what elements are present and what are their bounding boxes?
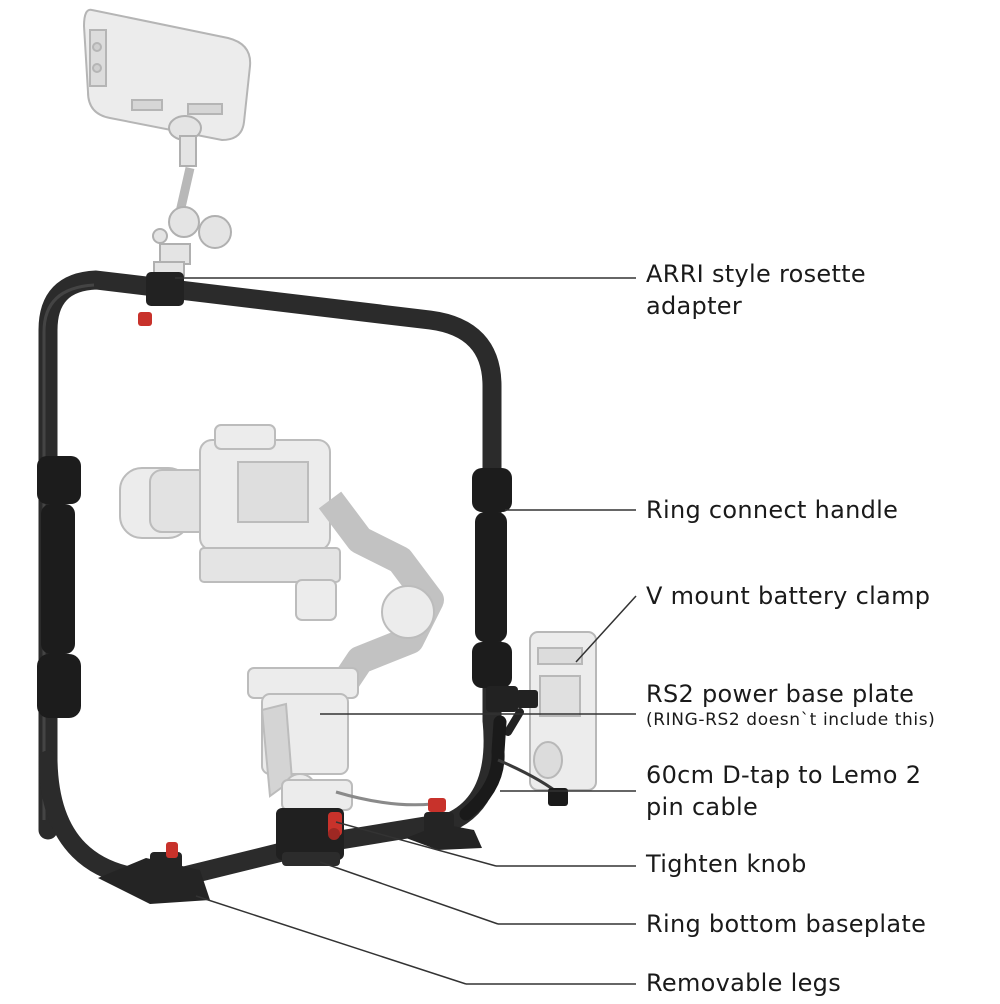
leader-tighten-knob — [335, 821, 497, 867]
callout-legs-text: Removable legs — [646, 969, 842, 997]
v-mount-battery-ghost — [529, 631, 597, 791]
ring-frame — [38, 270, 502, 840]
right-grip-handles — [472, 468, 512, 688]
callout-cable-line2: pin cable — [646, 793, 759, 821]
ring-frame-highlight — [42, 283, 95, 820]
dtap-cable — [335, 715, 568, 821]
tighten-knob — [328, 812, 342, 840]
callout-ring-handle-text: Ring connect handle — [646, 496, 899, 524]
leader-lines — [175, 277, 637, 985]
callout-v-mount-clamp: V mount battery clamp — [646, 580, 930, 612]
callout-vmount-text: V mount battery clamp — [646, 582, 931, 610]
callout-rosette-line1: ARRI style rosette — [646, 260, 866, 288]
callout-ring-bottom-baseplate: Ring bottom baseplate — [646, 908, 926, 940]
callout-rosette-line2: adapter — [646, 292, 743, 320]
leader-vmount — [575, 595, 637, 663]
callout-baseplate-text: Ring bottom baseplate — [646, 910, 927, 938]
v-mount-clamp — [486, 686, 538, 736]
bottom-baseplate — [276, 808, 344, 866]
callout-cable-line1: 60cm D-tap to Lemo 2 — [646, 761, 922, 789]
callout-dtap-cable: 60cm D-tap to Lemo 2 pin cable — [646, 759, 921, 823]
left-grip-handles — [37, 456, 81, 718]
gimbal-camera-ghost — [119, 424, 444, 811]
leader-baseplate — [319, 861, 499, 925]
rosette-adapter-clamp — [138, 272, 184, 326]
monitor-ghost — [82, 8, 252, 142]
ring-bottom-right-curve — [330, 710, 503, 850]
callout-rs2-text: RS2 power base plate — [646, 680, 915, 708]
magic-arm-ghost — [152, 115, 232, 277]
callout-rosette-adapter: ARRI style rosette adapter — [646, 258, 866, 322]
callout-rs2-note: (RING-RS2 doesn`t include this) — [646, 710, 936, 730]
callout-removable-legs: Removable legs — [646, 967, 841, 999]
callout-tighten-knob: Tighten knob — [646, 848, 807, 880]
callout-rs2-power-base-plate: RS2 power base plate (RING-RS2 doesn`t i… — [646, 678, 935, 730]
leader-legs — [195, 895, 467, 985]
callout-ring-connect-handle: Ring connect handle — [646, 494, 898, 526]
removable-leg-right — [406, 812, 482, 850]
callout-tighten-knob-text: Tighten knob — [646, 850, 807, 878]
removable-leg-left — [98, 842, 210, 904]
